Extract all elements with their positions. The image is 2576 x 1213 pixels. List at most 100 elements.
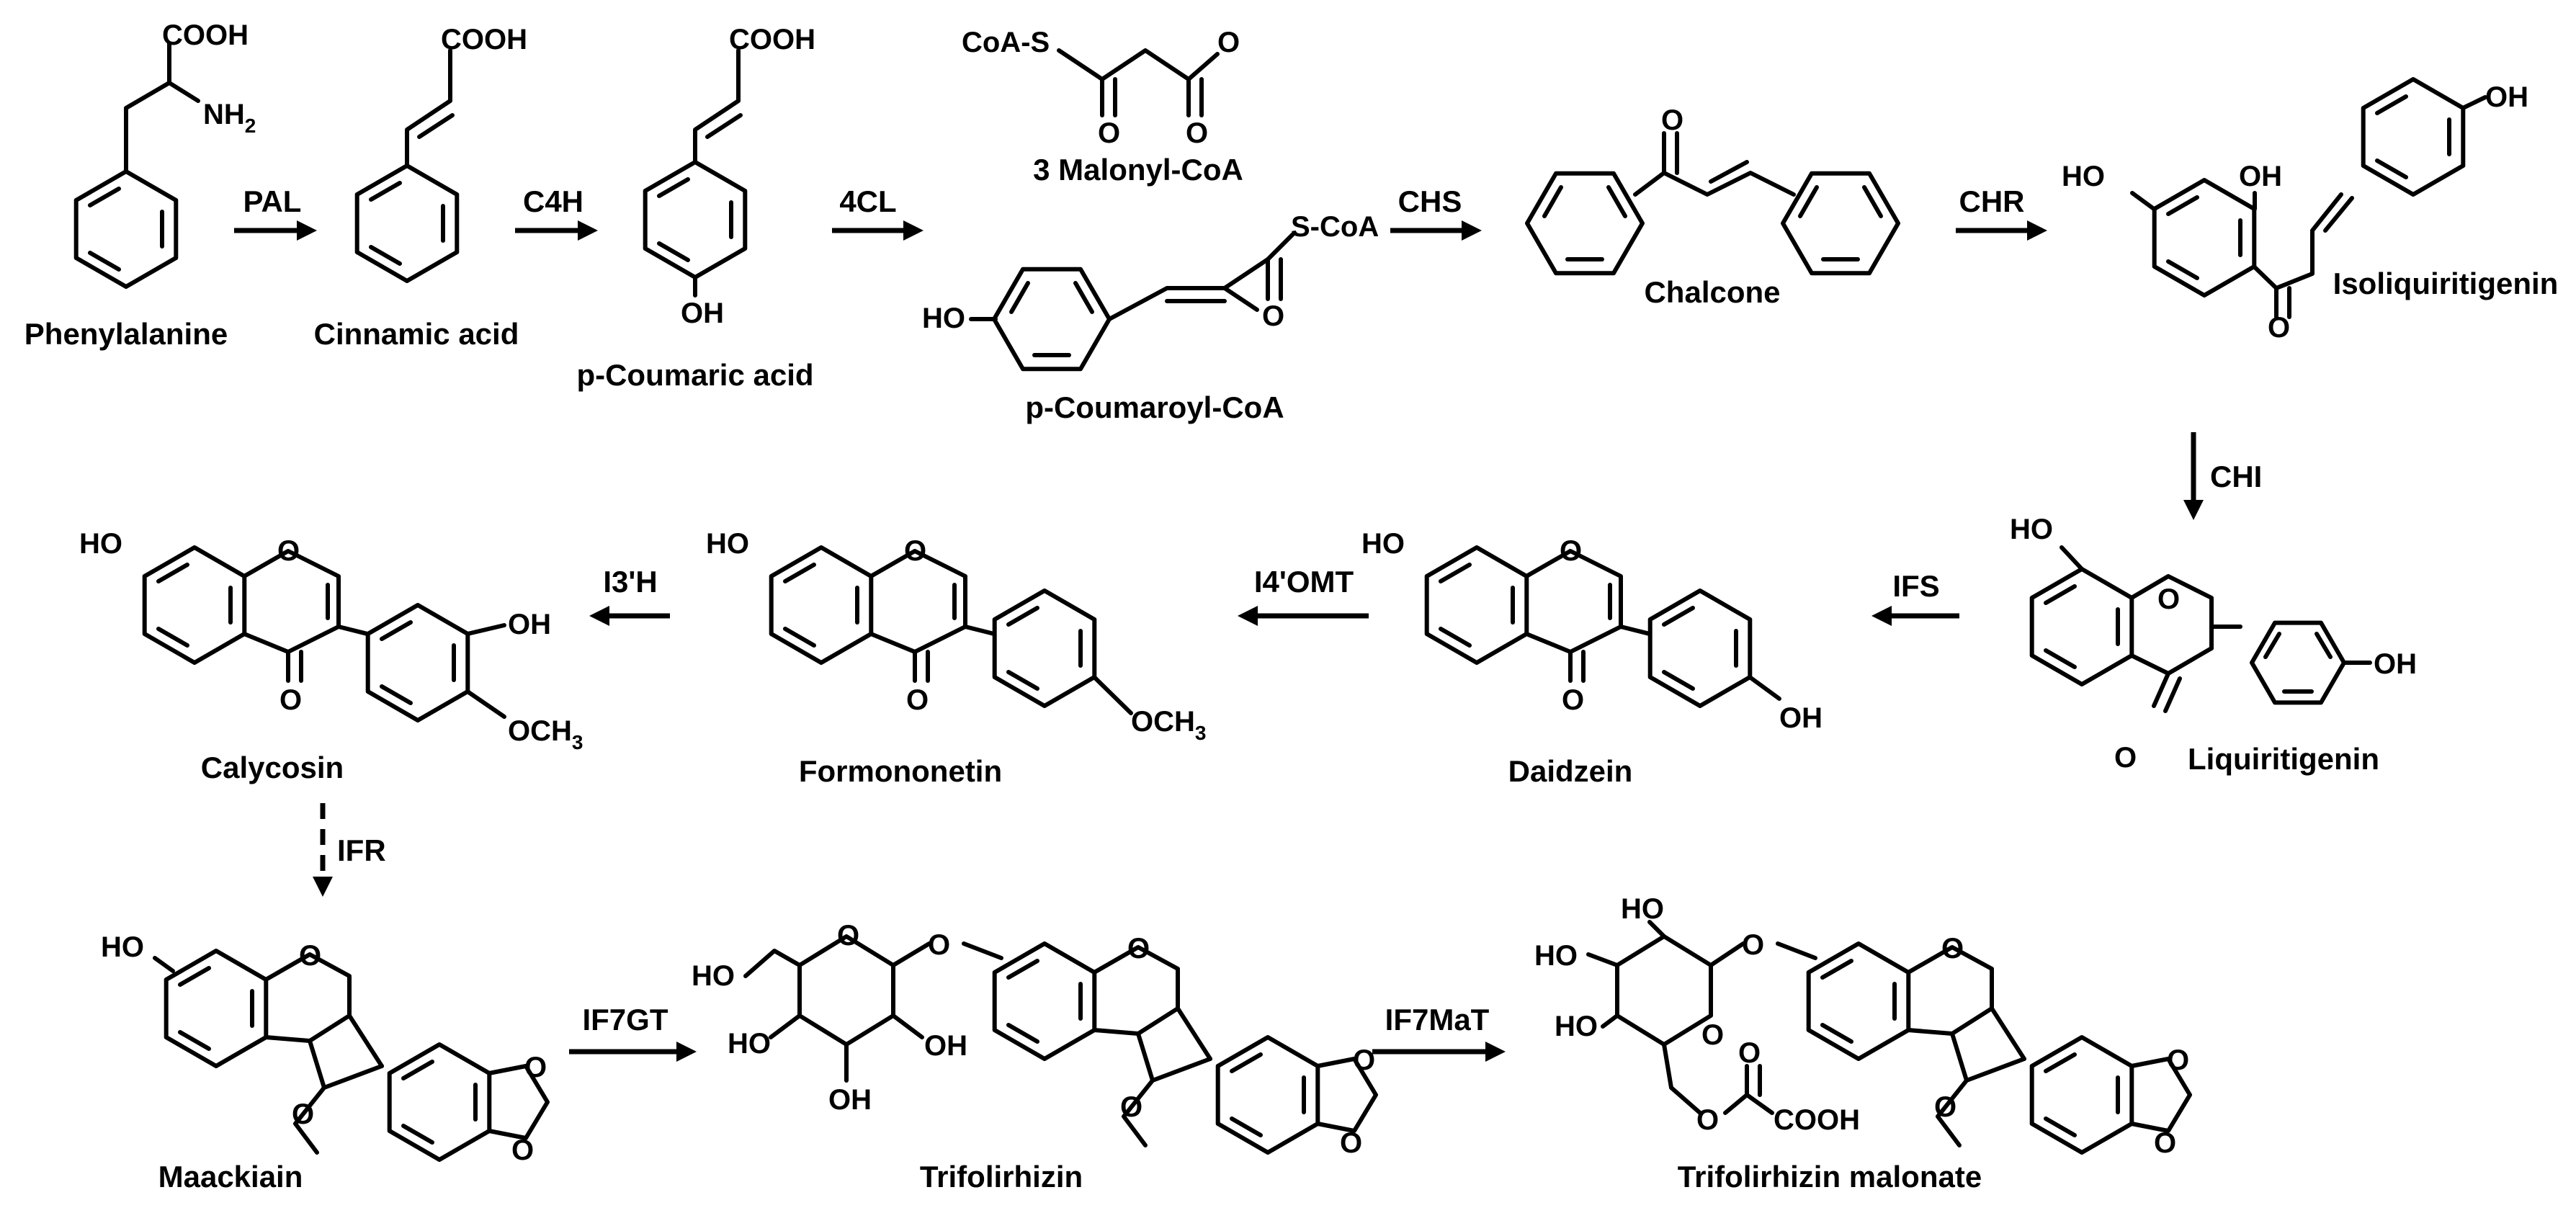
cooh-label: COOH (729, 24, 815, 55)
ho-label: HO (79, 528, 122, 560)
pal-arrow: PAL (234, 184, 317, 241)
i3h-label: I3'H (603, 565, 657, 599)
ifr-label: IFR (337, 833, 386, 867)
chr-label: CHR (1959, 184, 2025, 218)
o-label: O (1661, 104, 1683, 136)
pal-label: PAL (243, 184, 302, 218)
isoliquiritigenin-name: Isoliquiritigenin (2333, 267, 2559, 300)
o-label: O (1262, 300, 1284, 332)
o-label: O (2154, 1127, 2176, 1159)
c4h-arrow: C4H (515, 184, 598, 241)
chr-arrow: CHR (1956, 184, 2047, 241)
cooh-label: COOH (441, 24, 527, 55)
o-label: O (1186, 117, 1208, 149)
o-label: O (511, 1134, 534, 1166)
och3-label: OCH3 (508, 715, 583, 753)
liquiritigenin-name: Liquiritigenin (2188, 742, 2379, 776)
o-label: O (277, 535, 300, 567)
i3h-arrow: I3'H (589, 565, 670, 626)
oh-label: OH (1779, 702, 1823, 734)
formononetin-structure: HO O O OCH3 Formononetin (706, 528, 1206, 788)
4cl-label: 4CL (839, 184, 896, 218)
o-label: O (1353, 1044, 1375, 1076)
o-label: O (2167, 1044, 2189, 1076)
c4h-label: C4H (523, 184, 583, 218)
maackiain-name: Maackiain (158, 1160, 303, 1194)
o-label: O (299, 940, 321, 972)
oh-label: OH (508, 609, 551, 640)
p-coumaroyl-coa-name: p-Coumaroyl-CoA (1025, 390, 1284, 424)
formononetin-name: Formononetin (799, 754, 1002, 788)
if7gt-label: IF7GT (582, 1003, 668, 1037)
cinnamic-acid-structure: COOH Cinnamic acid (314, 24, 527, 351)
malonyl-coa-structure: CoA-S O O O 3 Malonyl-CoA (962, 27, 1243, 187)
s-coa-label: S-CoA (1291, 211, 1379, 243)
ho-label: HO (728, 1028, 771, 1060)
chalcone-structure: O Chalcone (1527, 104, 1898, 309)
chs-arrow: CHS (1390, 184, 1482, 241)
cinnamic-acid-name: Cinnamic acid (314, 317, 519, 351)
trifolirhizin-name: Trifolirhizin (920, 1160, 1083, 1194)
chi-label: CHI (2210, 460, 2262, 493)
oh-label: OH (924, 1030, 967, 1062)
ho-label: HO (1555, 1011, 1598, 1042)
phenylalanine-structure: COOH NH2 Phenylalanine (24, 19, 256, 351)
o-label: O (1562, 684, 1584, 716)
if7mat-arrow: IF7MaT (1372, 1003, 1506, 1062)
oh-label: OH (2485, 81, 2528, 113)
o-label: O (1742, 929, 1764, 961)
4cl-arrow: 4CL (832, 184, 923, 241)
nh2-label: NH2 (203, 99, 256, 137)
o-label: O (1941, 933, 1964, 964)
malonyl-coa-name: 3 Malonyl-CoA (1033, 153, 1243, 187)
oh-label: OH (2374, 648, 2417, 680)
o-label: O (928, 929, 950, 961)
o-label: O (1696, 1104, 1719, 1136)
ho-label: HO (1361, 528, 1405, 560)
i4omt-label: I4'OMT (1254, 565, 1354, 599)
o-label: O (1560, 535, 1582, 567)
o-label: O (904, 535, 926, 567)
o-label: O (1340, 1127, 1362, 1159)
p-coumaric-acid-structure: COOH OH p-Coumaric acid (576, 24, 815, 392)
o-label: O (2157, 583, 2180, 615)
trifolirhizin-malonate-name: Trifolirhizin malonate (1678, 1160, 1982, 1194)
o-label: O (524, 1052, 547, 1083)
isoliquiritigenin-structure: HO OH O OH Isoliquiritigenin (2062, 79, 2558, 344)
o-label: O (1738, 1037, 1761, 1069)
ho-label: HO (1621, 893, 1664, 925)
o-label: O (2268, 312, 2290, 344)
chs-label: CHS (1398, 184, 1462, 218)
och3-label: OCH3 (1131, 706, 1206, 744)
trifolirhizin-malonate-structure: HO HO HO O O O O COOH O O O O Trifolirhi… (1534, 893, 2192, 1194)
ifs-label: IFS (1892, 569, 1939, 603)
o-label: O (906, 684, 929, 716)
ho-label: HO (2010, 514, 2053, 545)
if7gt-arrow: IF7GT (569, 1003, 697, 1062)
daidzein-structure: HO O O OH Daidzein (1361, 528, 1823, 788)
ifs-arrow: IFS (1871, 569, 1959, 626)
p-coumaric-acid-name: p-Coumaric acid (576, 358, 813, 392)
o-label: O (1098, 117, 1120, 149)
ho-label: HO (922, 303, 965, 334)
oh-label: OH (2239, 161, 2282, 192)
o-label: O (837, 920, 859, 952)
oh-label: OH (828, 1084, 872, 1116)
i4omt-arrow: I4'OMT (1238, 565, 1369, 626)
o-label: O (1934, 1091, 1956, 1123)
ho-label: HO (101, 931, 144, 963)
daidzein-name: Daidzein (1508, 754, 1633, 788)
o-label: O (1701, 1019, 1724, 1051)
ifr-arrow: IFR (313, 803, 386, 897)
p-coumaroyl-coa-structure: HO S-CoA O p-Coumaroyl-CoA (922, 211, 1379, 424)
o-label: O (2114, 742, 2137, 774)
ho-label: HO (1534, 940, 1578, 972)
maackiain-structure: HO O O O O Maackiain (101, 931, 550, 1194)
ho-label: HO (2062, 161, 2105, 192)
cooh-label: COOH (1774, 1104, 1860, 1136)
chi-arrow: CHI (2183, 432, 2262, 520)
liquiritigenin-structure: HO O O OH Liquiritigenin (2010, 514, 2417, 776)
calycosin-structure: HO O O OH OCH3 Calycosin (79, 528, 583, 784)
